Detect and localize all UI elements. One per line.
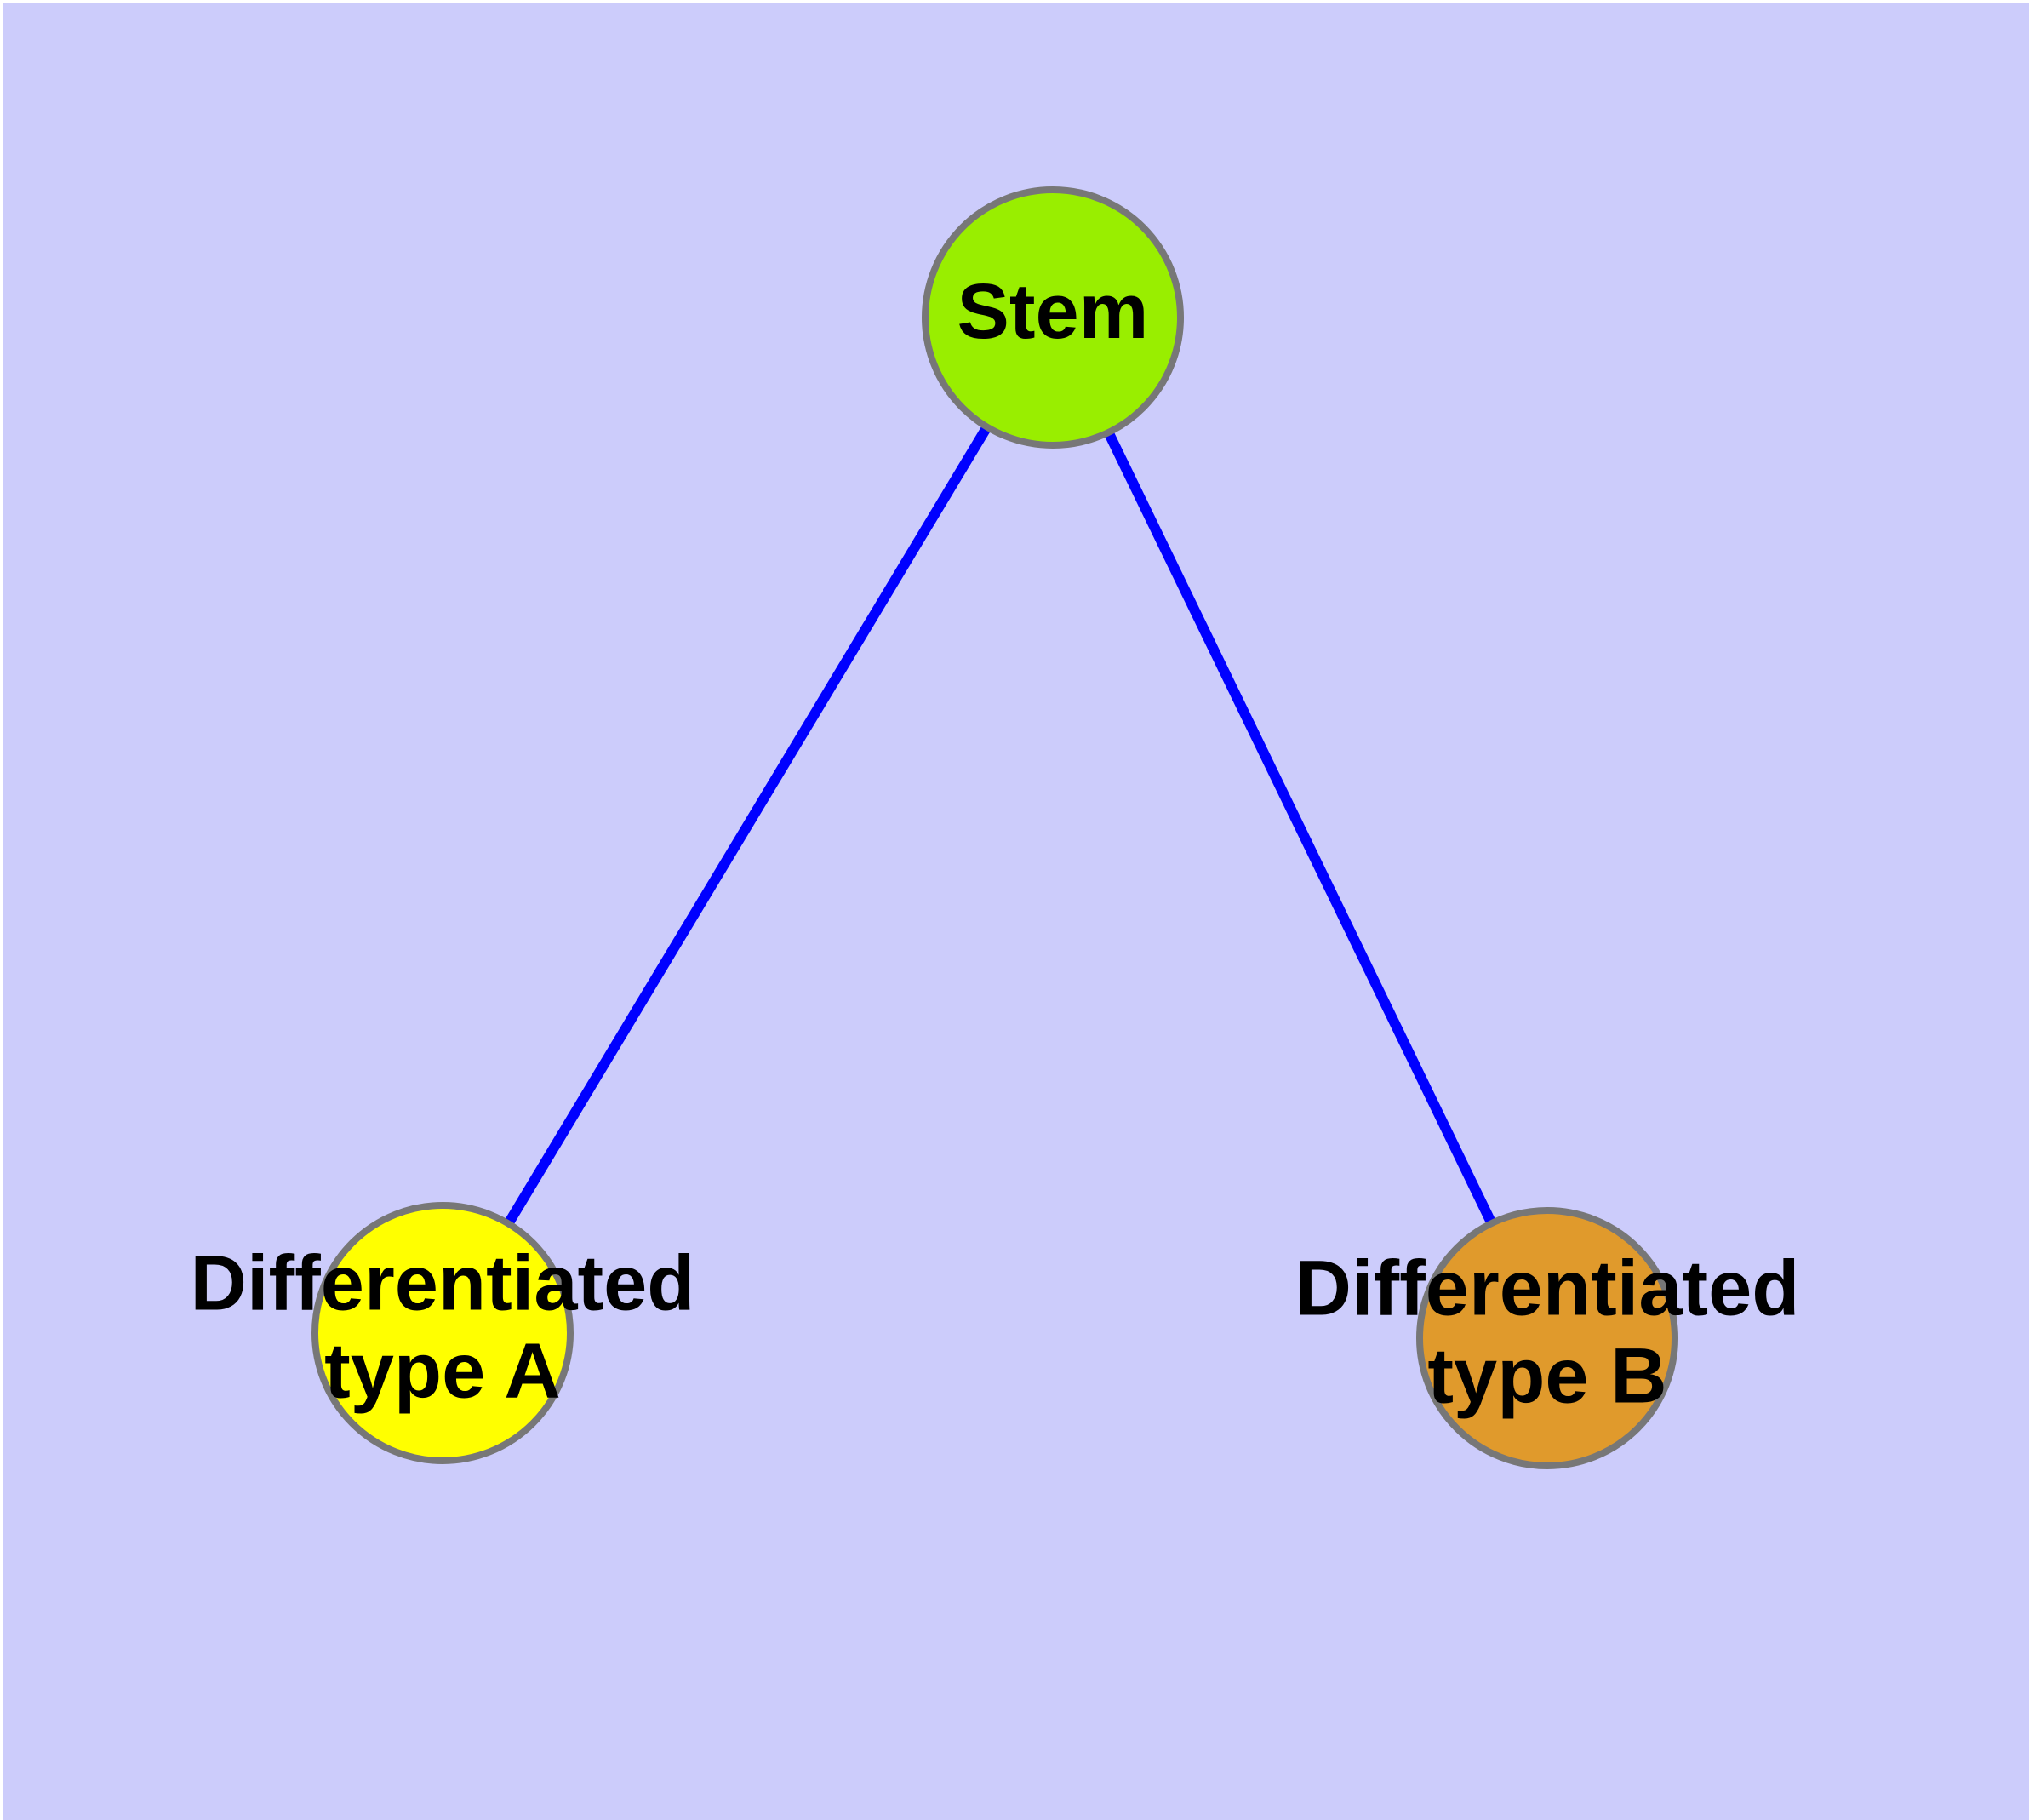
node-circle-differentiated-type-a[interactable] (311, 1202, 574, 1464)
edge-stem-to-differentiated-type-b[interactable] (1048, 315, 1552, 1341)
node-label-stem: Stem (957, 268, 1149, 355)
node-label-line: type A (324, 1328, 561, 1415)
node-layer (311, 186, 1678, 1469)
edge-stem-to-differentiated-type-a[interactable] (437, 314, 1058, 1336)
node-differentiated-type-b[interactable] (1416, 1207, 1678, 1469)
node-circle-stem[interactable] (922, 186, 1184, 449)
node-label-line: Differentiated (191, 1240, 695, 1327)
node-differentiated-type-a[interactable] (311, 1202, 574, 1464)
edge-layer (437, 314, 1552, 1341)
node-label-line: type B (1427, 1333, 1666, 1420)
node-label-line: Stem (957, 268, 1149, 355)
node-label-line: Differentiated (1295, 1245, 1800, 1332)
node-stem[interactable] (922, 186, 1184, 449)
node-circle-differentiated-type-b[interactable] (1416, 1207, 1678, 1469)
